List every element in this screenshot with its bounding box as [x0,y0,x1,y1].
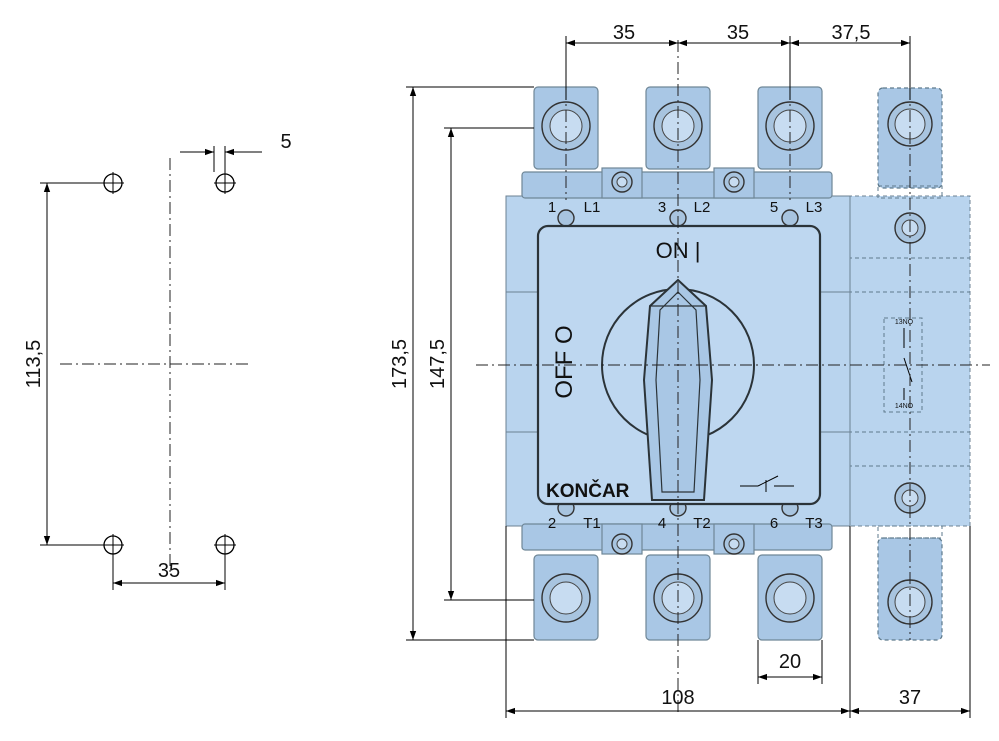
aux-contact-top-label: 13NO [895,319,914,326]
dim-total-height-label: 173,5 [389,339,411,389]
dim-bolt-height-label: 147,5 [427,339,449,389]
aux-contact-block: 13NO 14NO [847,87,971,641]
dim-hole-offset: 5 [180,131,292,172]
terminal-label-T1: T1 [583,515,601,532]
terminal-label-2: 2 [548,515,556,532]
terminal-label-3: 3 [658,199,666,216]
dim-bar-width-label: 20 [779,651,801,673]
brand-logo: KONČAR [546,480,630,502]
terminal-label-1: 1 [548,199,556,216]
dim-main-width-label: 108 [661,687,694,709]
terminal-label-4: 4 [658,515,666,532]
dim-hole-height-label: 113,5 [23,340,45,389]
dim-pitch-aux-label: 37,5 [832,22,871,44]
terminal-label-5: 5 [770,199,778,216]
terminal-label-T2: T2 [693,515,711,532]
dim-hole-width: 35 [112,556,226,590]
aux-contact-bottom-label: 14NO [895,403,914,410]
dim-pitch-2-label: 35 [727,22,749,44]
off-position-label: OFF O [551,325,578,398]
switch-dimensions: 35 35 37,5 173,5 147,5 20 108 37 [389,22,971,718]
dim-pitch-1-label: 35 [613,22,635,44]
terminal-label-T3: T3 [805,515,823,532]
bottom-terminal-strip [521,523,833,551]
dim-hole-width-label: 35 [158,560,180,582]
switch-front-view: 13NO 14NO [476,40,990,712]
dim-aux-width-label: 37 [899,687,921,709]
mounting-hole-top-right [214,172,236,194]
bottom-busbars [533,554,823,641]
terminal-label-L1: L1 [584,199,601,216]
top-terminal-strip [521,171,833,199]
dim-hole-offset-label: 5 [280,131,291,153]
terminal-label-L2: L2 [694,199,711,216]
mounting-hole-bottom-left [102,534,124,556]
top-busbars [533,86,823,170]
contact-symbol-icon [740,475,794,492]
dim-hole-height: 113,5 [23,182,104,546]
terminal-label-L3: L3 [806,199,823,216]
mounting-hole-pattern: 5 113,5 35 [23,131,292,590]
mounting-hole-bottom-right [214,534,236,556]
terminal-label-6: 6 [770,515,778,532]
mounting-hole-top-left [102,172,124,194]
